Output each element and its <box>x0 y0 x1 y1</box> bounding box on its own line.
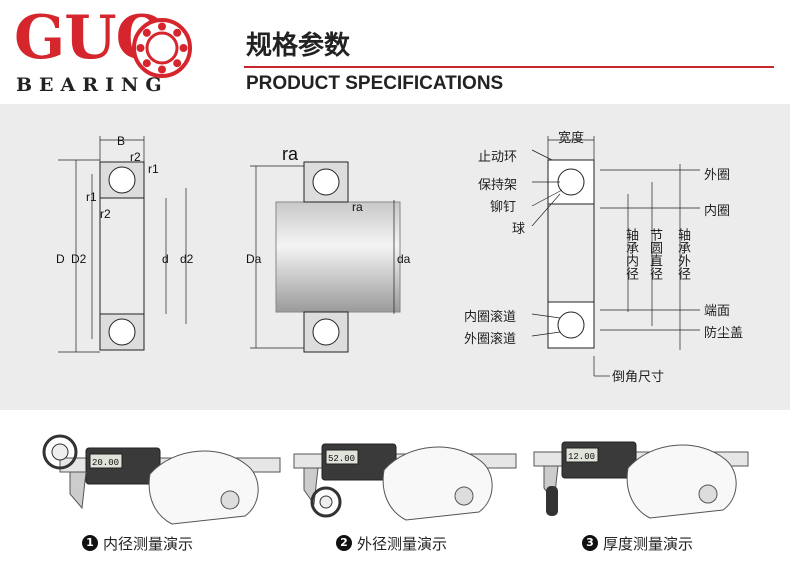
caption-thickness-text: 厚度测量演示 <box>603 534 694 553</box>
dim-da: da <box>397 252 411 266</box>
demo-outer-measurement: 52.00 <box>288 424 538 528</box>
bearing-ring-icon <box>132 18 192 78</box>
label-inner-ring: 内圈 <box>704 204 731 219</box>
step-number-2: 2 <box>336 535 352 551</box>
dim-d: d <box>162 252 169 266</box>
label-chamfer: 倒角尺寸 <box>612 370 665 385</box>
label-width: 宽度 <box>558 131 585 146</box>
caliper-display-3: 12.00 <box>568 452 595 462</box>
label-outer-ring: 外圈 <box>704 168 731 183</box>
dim-B: B <box>117 134 126 148</box>
diagram2-shaft-section <box>250 161 401 353</box>
demo-bore-measurement: 20.00 <box>40 424 290 528</box>
diagram1-cross-section <box>58 136 187 353</box>
dim-D: D <box>56 252 65 266</box>
caption-outer-text: 外径测量演示 <box>357 534 448 553</box>
dim-ra-inner: ra <box>352 200 363 214</box>
dim-Da: Da <box>246 252 262 266</box>
caption-bore-text: 内径测量演示 <box>103 534 194 553</box>
label-cage: 保持架 <box>478 178 518 193</box>
label-outer-diameter: 轴承外径 <box>675 228 690 280</box>
caption-bore: 1 内径测量演示 <box>82 532 193 554</box>
spec-diagrams <box>58 136 700 377</box>
caliper-hand-illustration: 20.00 <box>42 434 281 525</box>
dim-D2: D2 <box>71 252 87 266</box>
label-end-face: 端面 <box>704 304 731 319</box>
page-title-cn: 规格参数 <box>246 31 351 61</box>
diagram3-component-section <box>531 136 700 377</box>
label-dust-shield: 防尘盖 <box>704 326 744 341</box>
label-outer-raceway: 外圈滚道 <box>464 332 517 347</box>
label-pitch-diameter: 节圆直径 <box>647 228 662 280</box>
caliper-display-2: 52.00 <box>328 454 355 464</box>
brand-logo: GUO BEARING <box>14 3 192 98</box>
label-snap-ring: 止动环 <box>478 150 518 165</box>
label-rivet: 铆钉 <box>490 200 517 215</box>
title-divider <box>244 66 774 68</box>
dim-ra-top: ra <box>282 144 299 164</box>
dim-r2-top: r2 <box>130 150 141 164</box>
label-bore-diameter: 轴承内径 <box>623 228 638 280</box>
dim-r2-side: r2 <box>100 207 111 221</box>
caption-thickness: 3 厚度测量演示 <box>582 532 693 554</box>
caliper-hand-illustration: 12.00 <box>533 441 749 519</box>
caliper-display-1: 20.00 <box>92 458 119 468</box>
logo-subtext: BEARING <box>16 74 169 96</box>
header: GUO BEARING 规格参数 PRODUCT SPECIFICATIONS <box>0 0 790 100</box>
label-inner-raceway: 内圈滚道 <box>464 310 517 325</box>
step-number-1: 1 <box>82 535 98 551</box>
caliper-hand-illustration: 52.00 <box>293 443 517 521</box>
dim-d2: d2 <box>180 252 194 266</box>
page-title-en: PRODUCT SPECIFICATIONS <box>246 73 504 94</box>
label-ball: 球 <box>512 222 526 237</box>
step-number-3: 3 <box>582 535 598 551</box>
demo-thickness-measurement: 12.00 <box>532 424 782 528</box>
caption-outer: 2 外径测量演示 <box>336 532 447 554</box>
dim-r1-side: r1 <box>86 190 97 204</box>
dim-r1-top: r1 <box>148 162 159 176</box>
